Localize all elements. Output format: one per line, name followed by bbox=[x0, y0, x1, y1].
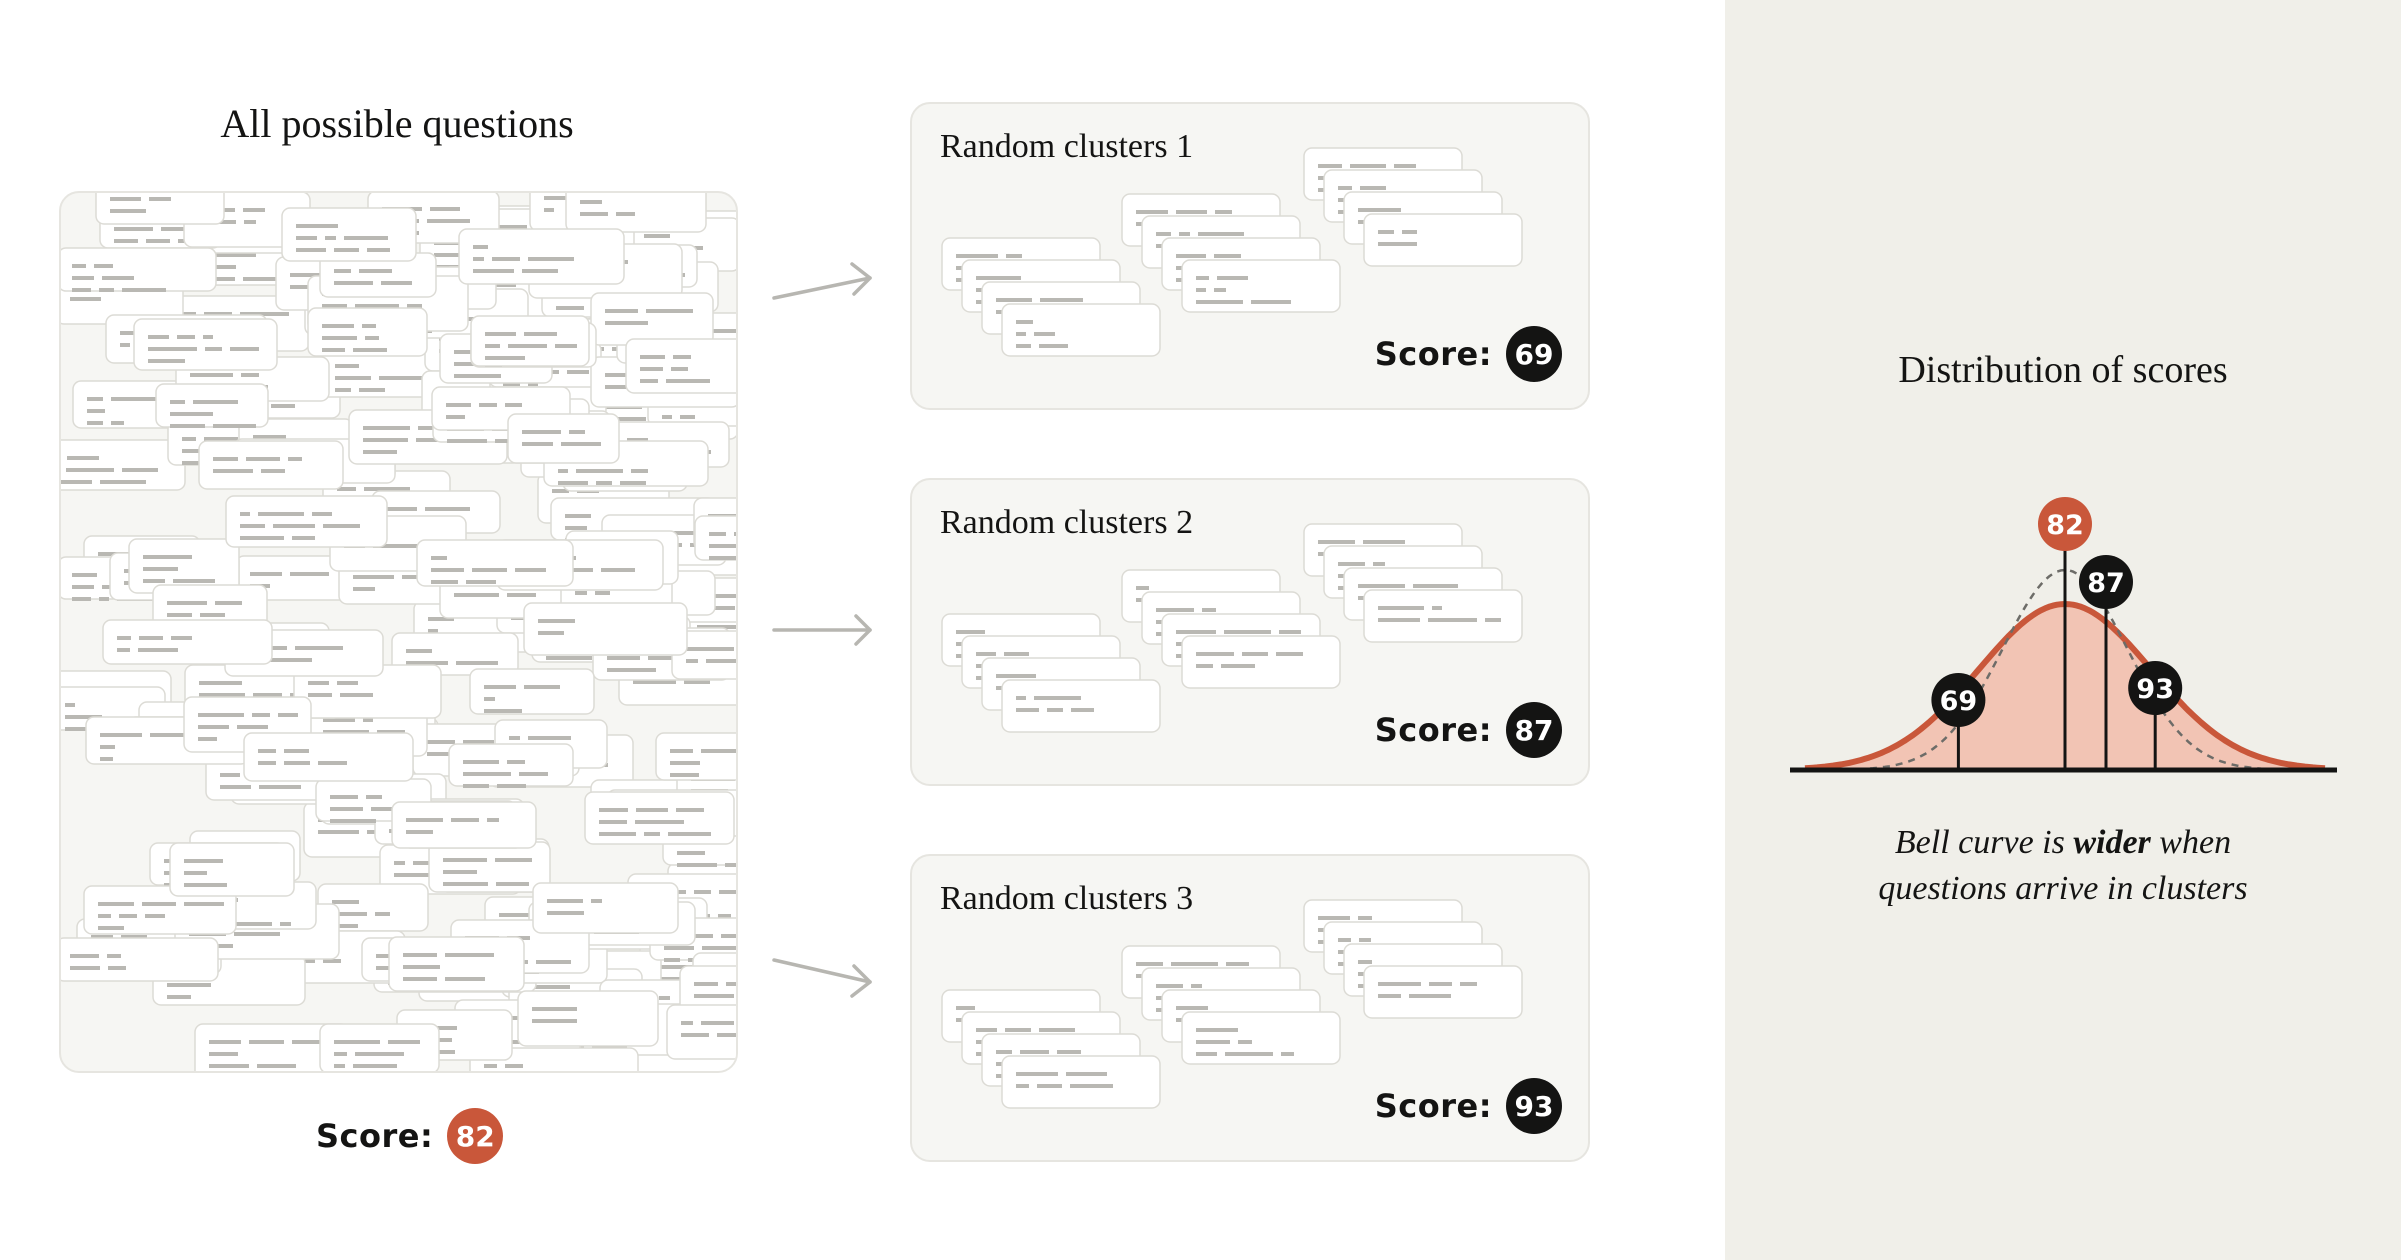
cluster-score-3: Score: 93 bbox=[1375, 1078, 1562, 1134]
question-card bbox=[532, 882, 679, 934]
question-card bbox=[470, 315, 590, 367]
score-marker-93: 93 bbox=[2128, 661, 2183, 770]
cluster-score-2: Score: 87 bbox=[1375, 702, 1562, 758]
score-marker-label: 87 bbox=[2087, 568, 2125, 599]
question-card bbox=[428, 841, 551, 893]
arrow-to-cluster-1 bbox=[772, 262, 872, 300]
cluster-question-card bbox=[1181, 259, 1341, 313]
question-card bbox=[102, 619, 273, 665]
question-card bbox=[458, 228, 625, 285]
question-card bbox=[388, 936, 525, 992]
question-card bbox=[507, 413, 620, 464]
score-marker-69: 69 bbox=[1931, 673, 1986, 770]
question-card bbox=[133, 318, 278, 371]
cluster-title-3: Random clusters 3 bbox=[940, 880, 1194, 917]
cluster-panel-3: Random clusters 3 Score: 93 bbox=[910, 854, 1590, 1162]
cluster-score-badge-2: 87 bbox=[1506, 702, 1562, 758]
caption-part-2: when bbox=[2150, 824, 2232, 861]
question-card bbox=[448, 743, 574, 788]
question-card bbox=[61, 937, 219, 982]
question-card bbox=[61, 247, 217, 292]
caption-part-1: Bell curve is bbox=[1894, 824, 2074, 861]
cluster-cards-3 bbox=[941, 899, 1523, 1109]
question-card bbox=[584, 791, 735, 845]
cluster-question-card bbox=[1363, 589, 1523, 643]
distribution-title: Distribution of scores bbox=[1898, 349, 2228, 391]
question-card bbox=[243, 732, 414, 782]
distribution-caption: Bell curve is wider when questions arriv… bbox=[1725, 820, 2401, 912]
question-card bbox=[517, 990, 659, 1047]
cluster-score-label-3: Score: bbox=[1374, 1087, 1492, 1125]
arrow-to-cluster-2 bbox=[772, 614, 872, 646]
question-card bbox=[83, 885, 237, 935]
cluster-score-1: Score: 69 bbox=[1375, 326, 1562, 382]
question-card bbox=[694, 515, 736, 561]
cluster-question-card bbox=[1181, 635, 1341, 689]
question-card bbox=[61, 439, 186, 491]
cluster-title-1: Random clusters 1 bbox=[940, 128, 1194, 165]
pool-score: Score: 82 bbox=[316, 1108, 504, 1164]
cluster-question-card bbox=[1181, 1011, 1341, 1065]
question-card bbox=[225, 495, 388, 548]
question-card bbox=[655, 732, 736, 781]
question-card bbox=[590, 292, 714, 346]
question-card bbox=[565, 193, 707, 233]
pool-score-badge: 82 bbox=[447, 1108, 504, 1164]
question-card bbox=[155, 383, 269, 428]
question-card bbox=[416, 539, 574, 587]
narrow-bell-curve bbox=[1805, 568, 2325, 772]
question-pool-cards bbox=[61, 193, 736, 1071]
question-card bbox=[198, 440, 344, 490]
score-marker-82: 82 bbox=[2038, 497, 2092, 770]
cluster-score-label-2: Score: bbox=[1374, 711, 1492, 749]
cluster-score-badge-3: 93 bbox=[1506, 1078, 1562, 1134]
pool-score-label: Score: bbox=[316, 1117, 434, 1155]
question-card bbox=[523, 602, 688, 656]
cluster-cards-2 bbox=[941, 523, 1523, 733]
question-pool bbox=[59, 191, 738, 1073]
cluster-title-2: Random clusters 2 bbox=[940, 504, 1194, 541]
cluster-score-badge-1: 69 bbox=[1506, 326, 1562, 382]
caption-bold: wider bbox=[2073, 824, 2151, 861]
question-card bbox=[469, 668, 595, 715]
question-card bbox=[625, 338, 736, 394]
cluster-question-card bbox=[1001, 679, 1161, 733]
caption-line-2: questions arrive in clusters bbox=[1878, 870, 2248, 907]
cluster-panel-2: Random clusters 2 Score: 87 bbox=[910, 478, 1590, 786]
question-card bbox=[194, 1023, 350, 1071]
cluster-question-card bbox=[1363, 213, 1523, 267]
cluster-question-card bbox=[1001, 1055, 1161, 1109]
score-marker-label: 82 bbox=[2046, 510, 2084, 541]
question-card bbox=[391, 801, 537, 849]
question-card bbox=[281, 207, 417, 262]
score-marker-label: 93 bbox=[2136, 674, 2174, 705]
question-card bbox=[666, 1004, 736, 1060]
question-card bbox=[95, 193, 225, 225]
cluster-panel-1: Random clusters 1 Score: 69 bbox=[910, 102, 1590, 410]
question-card bbox=[307, 307, 428, 357]
cluster-question-card bbox=[1363, 965, 1523, 1019]
score-marker-label: 69 bbox=[1940, 686, 1978, 717]
question-card bbox=[169, 842, 295, 897]
pool-title: All possible questions bbox=[220, 101, 574, 146]
question-card bbox=[319, 1023, 440, 1071]
cluster-question-card bbox=[1001, 303, 1161, 357]
arrow-to-cluster-3 bbox=[772, 958, 872, 998]
score-marker-87: 87 bbox=[2079, 555, 2133, 770]
cluster-cards-1 bbox=[941, 147, 1523, 357]
cluster-score-label-1: Score: bbox=[1374, 335, 1492, 373]
